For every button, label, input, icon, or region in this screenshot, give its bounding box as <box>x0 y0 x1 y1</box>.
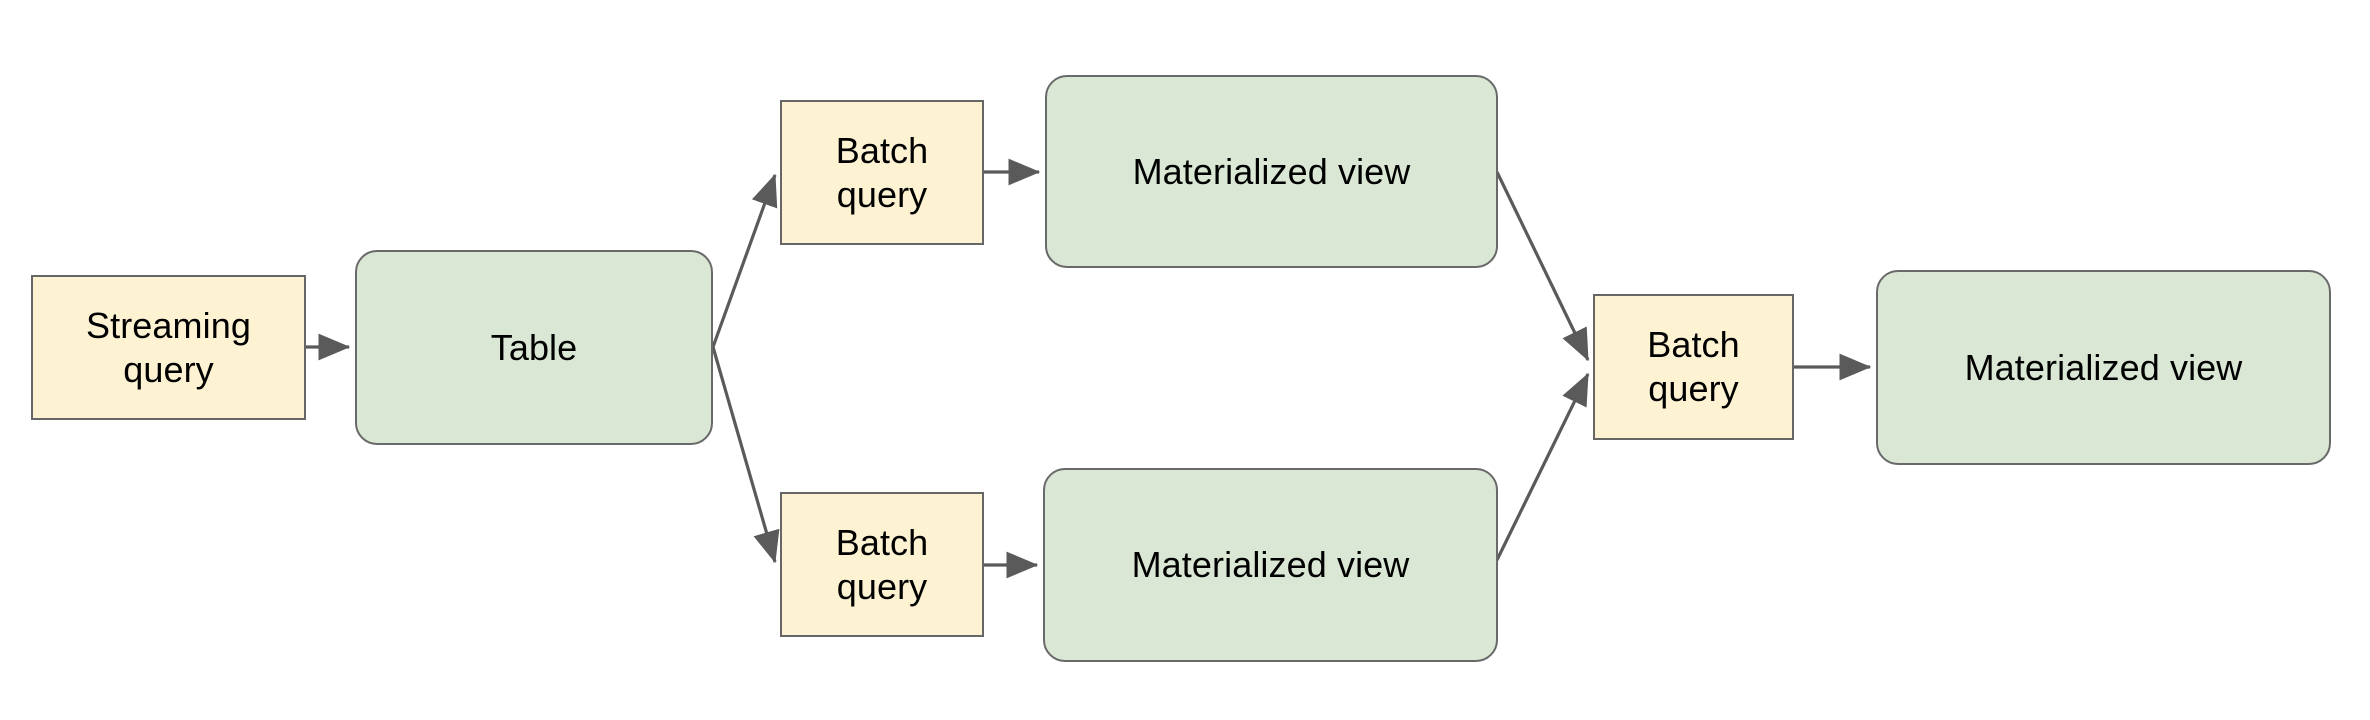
node-materialized-view-top-label: Materialized view <box>1132 150 1411 192</box>
node-table-label: Table <box>490 326 578 368</box>
edge-table-to-batch-query-bottom <box>711 346 780 564</box>
node-streaming-query[interactable]: Streaming query <box>31 275 306 420</box>
node-table[interactable]: Table <box>355 250 713 445</box>
edge-table-to-batch-query-top <box>711 173 778 348</box>
node-materialized-view-bottom[interactable]: Materialized view <box>1043 468 1498 662</box>
node-materialized-view-bottom-label: Materialized view <box>1131 544 1410 586</box>
edge-materialized-view-top-to-batch-query-merge <box>1495 171 1590 362</box>
edge-materialized-view-bottom-to-batch-query-merge <box>1495 372 1590 561</box>
node-batch-query-bottom-label: Batch query <box>835 521 929 607</box>
node-materialized-view-final-label: Materialized view <box>1964 346 2243 388</box>
node-batch-query-merge[interactable]: Batch query <box>1593 294 1794 440</box>
node-batch-query-merge-label: Batch query <box>1647 324 1740 409</box>
node-batch-query-top[interactable]: Batch query <box>780 100 984 245</box>
node-batch-query-top-label: Batch query <box>835 129 929 215</box>
node-streaming-query-label: Streaming query <box>86 304 251 390</box>
node-materialized-view-final[interactable]: Materialized view <box>1876 270 2331 465</box>
node-batch-query-bottom[interactable]: Batch query <box>780 492 984 637</box>
node-materialized-view-top[interactable]: Materialized view <box>1045 75 1498 268</box>
